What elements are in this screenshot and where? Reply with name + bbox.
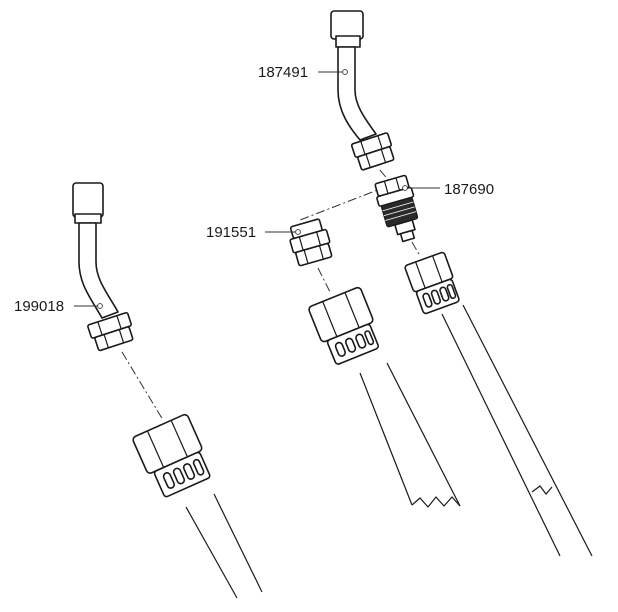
left-hose-edge-a — [185, 506, 238, 599]
right-hose-edge-b — [462, 304, 593, 557]
left-top-nut — [72, 182, 104, 218]
middle-hose-edge-b — [386, 362, 461, 507]
left-bent-tube-assembly — [72, 182, 263, 599]
callout-dot-199018 — [97, 303, 103, 309]
middle-hose-edge-a — [359, 372, 413, 506]
middle-hose-assembly — [265, 218, 461, 508]
callout-label-187491: 187491 — [258, 64, 308, 81]
left-top-nut-collar — [74, 213, 102, 224]
middle-centerline — [317, 267, 331, 293]
cross-centerline — [299, 185, 389, 221]
upper-bent-tube — [337, 46, 377, 141]
middle-adapter-191551 — [289, 218, 333, 267]
callout-label-187690: 187690 — [444, 181, 494, 198]
right-hose-hex-nut — [404, 251, 460, 315]
upper-hex-nut — [350, 132, 395, 171]
right-hose-edge-a — [441, 313, 561, 557]
right-adapter-187690 — [374, 174, 419, 243]
left-hose-hex-nut — [132, 413, 211, 498]
callout-label-199018: 199018 — [14, 298, 64, 315]
upper-bent-tube-assembly — [318, 10, 395, 187]
callout-dot-187690 — [402, 185, 408, 191]
right-centerline — [411, 241, 421, 257]
left-lower-hex-nut — [87, 311, 134, 352]
upper-top-nut — [330, 10, 364, 40]
middle-hose-hex-nut — [308, 286, 380, 365]
right-hose-assembly — [374, 174, 593, 557]
upper-top-nut-collar — [335, 35, 361, 48]
callout-label-191551: 191551 — [206, 224, 256, 241]
callout-dot-191551 — [295, 229, 301, 235]
middle-hose-break — [411, 496, 461, 508]
left-hose-edge-b — [213, 493, 263, 593]
right-hose-break — [531, 485, 553, 495]
left-centerline — [121, 351, 164, 421]
left-bent-tube — [78, 222, 119, 319]
callout-dot-187491 — [342, 69, 348, 75]
